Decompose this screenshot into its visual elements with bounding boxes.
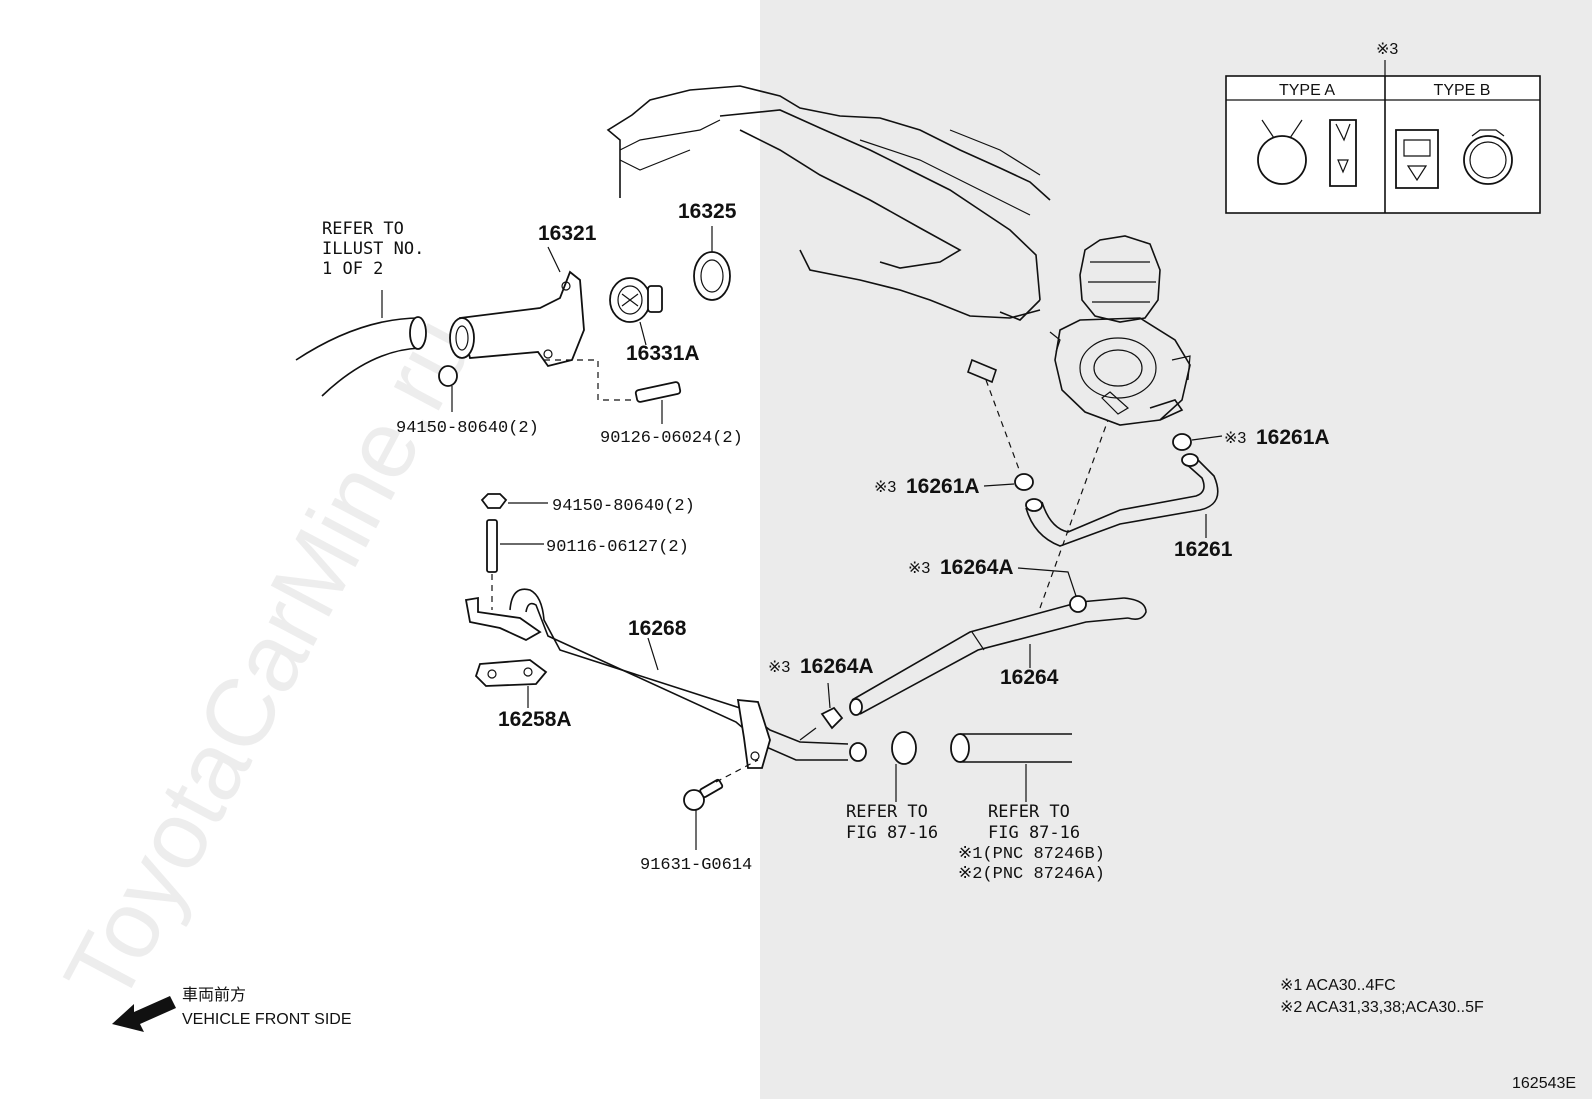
svg-text:FIG 87-16: FIG 87-16 [988,823,1080,843]
vehicle-front-indicator: 車両前方 VEHICLE FRONT SIDE [112,986,352,1032]
label-16264A-upper: ※3 16264A [908,556,1014,579]
svg-text:REFER TO: REFER TO [846,802,928,822]
svg-text:※1(PNC 87246B): ※1(PNC 87246B) [958,845,1105,864]
throttle-body [1049,235,1191,426]
svg-text:※3: ※3 [874,479,896,496]
svg-text:※3: ※3 [768,659,790,676]
label-16261A-right: ※3 16261A [1224,426,1330,449]
thermostat-16331A [609,277,663,346]
stud-90116 [486,519,544,610]
label-16331A: 16331A [626,342,700,365]
label-90116: 90116-06127(2) [546,538,689,557]
label-94150-b: 94150-80640(2) [552,497,695,516]
svg-text:※1 ACA30..4FC: ※1 ACA30..4FC [1280,977,1396,994]
type-a-label: TYPE A [1279,82,1335,99]
svg-text:※3: ※3 [908,560,930,577]
nut-94150-a [438,365,458,412]
clamp-16261A-right [1172,433,1223,451]
svg-text:※2 ACA31,33,38;ACA30..5F: ※2 ACA31,33,38;ACA30..5F [1280,999,1484,1016]
lower-hose-right [950,733,1072,802]
stud-90126 [544,359,682,424]
clamp-type-table: ※3 TYPE A TYPE B [1225,41,1541,214]
clamp-band-b-icon [1395,129,1439,189]
svg-text:16261A: 16261A [906,475,980,498]
refer-illust-label: REFER TO ILLUST NO. 1 OF 2 [322,219,424,279]
gasket-16258A [474,659,548,708]
upper-hose [295,290,427,397]
type-b-label: TYPE B [1434,82,1491,99]
table-header-mark: ※3 [1376,41,1398,58]
label-90126: 90126-06024(2) [600,429,743,448]
svg-text:REFER TO: REFER TO [322,219,404,239]
label-16268: 16268 [628,617,687,640]
svg-text:16261A: 16261A [1256,426,1330,449]
footnotes: ※1 ACA30..4FC ※2 ACA31,33,38;ACA30..5F [1280,977,1484,1016]
clamp-16264A-upper [1017,419,1109,613]
bolt-91631 [683,759,759,850]
svg-text:※3: ※3 [1224,430,1246,447]
refer-fig-left-label: REFER TO FIG 87-16 [846,802,938,843]
engine-pipe-stub [967,358,997,384]
svg-text:※2(PNC 87246A): ※2(PNC 87246A) [958,865,1105,884]
engine-block [606,85,1051,321]
label-16258A: 16258A [498,708,572,731]
hose-16264 [849,597,1147,716]
direction-en: VEHICLE FRONT SIDE [182,1011,352,1028]
clamp-ring-icon [1257,135,1307,185]
label-16264: 16264 [1000,666,1059,689]
label-16321: 16321 [538,222,597,245]
gasket-16325 [693,226,731,301]
svg-text:16264A: 16264A [800,655,874,678]
direction-jp: 車両前方 [182,986,246,1004]
illustration-id: 162543E [1512,1075,1576,1092]
water-inlet-16321 [449,246,585,368]
refer-fig-right-label: REFER TO FIG 87-16 ※1(PNC 87246B) ※2(PNC… [958,802,1105,884]
label-16261: 16261 [1174,538,1233,561]
label-16264A-lower: ※3 16264A [768,655,874,678]
svg-text:FIG 87-16: FIG 87-16 [846,823,938,843]
svg-text:16264A: 16264A [940,556,1014,579]
label-16325: 16325 [678,200,737,223]
clamp-16261A-left [983,379,1034,491]
nut-94150-b [480,493,548,509]
front-arrow-icon [112,996,176,1032]
label-91631: 91631-G0614 [640,856,752,875]
hose-end-left [891,731,917,802]
svg-text:1 OF 2: 1 OF 2 [322,259,383,279]
label-94150-a: 94150-80640(2) [396,419,539,438]
label-16261A-left: ※3 16261A [874,475,980,498]
clamp-16264A-lower [820,682,844,730]
clamp-band-icon [1329,119,1357,187]
watermark: ToyotaCarMine.ru [44,301,494,1020]
svg-text:ILLUST NO.: ILLUST NO. [322,239,424,259]
hose-16261 [1025,453,1219,547]
bypass-pipe-16268 [464,588,867,769]
svg-text:REFER TO: REFER TO [988,802,1070,822]
clamp-ring-b-icon [1463,135,1513,185]
